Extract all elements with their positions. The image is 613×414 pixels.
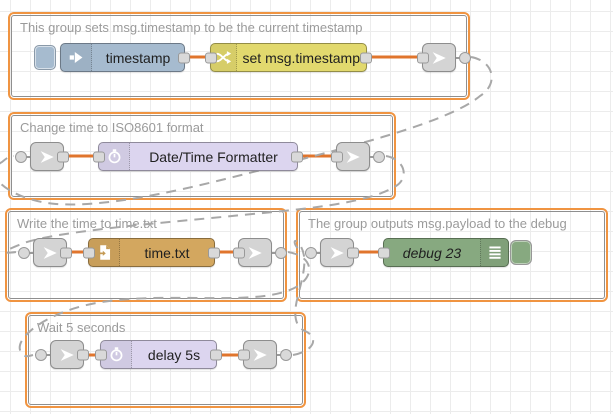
input-port[interactable] xyxy=(238,349,250,360)
debug-node[interactable]: debug 23 xyxy=(378,238,532,267)
link-port[interactable] xyxy=(459,51,471,64)
input-port[interactable] xyxy=(205,52,217,63)
link-wire[interactable] xyxy=(292,239,315,356)
node-label: delay 5s xyxy=(147,346,201,363)
output-port[interactable] xyxy=(60,247,72,258)
node-label: debug 23 xyxy=(402,244,462,261)
output-port[interactable] xyxy=(77,349,89,360)
console-lines-icon xyxy=(480,239,508,266)
link-in-node[interactable] xyxy=(35,340,89,369)
paper-plane-icon xyxy=(346,150,360,163)
node-label: set msg.timestamp xyxy=(242,49,360,66)
link-in-node[interactable] xyxy=(18,238,72,267)
group-label: The group outputs msg.payload to the deb… xyxy=(308,216,567,231)
link-in-node[interactable] xyxy=(305,238,359,267)
change-node[interactable]: set msg.timestamp xyxy=(205,43,372,72)
file-node[interactable]: time.txt xyxy=(83,238,220,267)
link-port[interactable] xyxy=(35,348,47,361)
input-port[interactable] xyxy=(331,151,343,162)
paper-plane-icon xyxy=(60,348,74,361)
input-port[interactable] xyxy=(93,151,105,162)
input-port[interactable] xyxy=(378,247,390,258)
arrow-right-icon xyxy=(61,44,92,71)
node-label: time.txt xyxy=(144,244,190,261)
link-port[interactable] xyxy=(305,246,317,259)
link-port[interactable] xyxy=(280,348,292,361)
datetime-formatter-node[interactable]: Date/Time Formatter xyxy=(93,142,303,171)
link-port[interactable] xyxy=(15,150,27,163)
inject-trigger-button[interactable] xyxy=(34,45,56,70)
paper-plane-icon xyxy=(330,246,344,259)
link-wire[interactable] xyxy=(4,155,405,254)
link-out-node[interactable] xyxy=(331,142,385,171)
group-write-file[interactable]: Write the time to time.txt xyxy=(5,208,287,302)
group-label: Change time to ISO8601 format xyxy=(20,120,204,135)
delay-node[interactable]: delay 5s xyxy=(95,340,222,369)
group-label: This group sets msg.timestamp to be the … xyxy=(20,20,363,35)
paper-plane-icon xyxy=(248,246,262,259)
paper-plane-icon xyxy=(432,51,446,64)
group-label: Wait 5 seconds xyxy=(37,320,126,335)
link-out-node[interactable] xyxy=(238,340,292,369)
paper-plane-icon xyxy=(43,246,57,259)
output-port[interactable] xyxy=(57,151,69,162)
debug-enable-button[interactable] xyxy=(510,240,532,265)
input-port[interactable] xyxy=(83,247,95,258)
paper-plane-icon xyxy=(40,150,54,163)
link-wire[interactable] xyxy=(18,251,311,358)
group-iso-format[interactable]: Change time to ISO8601 format xyxy=(8,112,396,200)
output-port[interactable] xyxy=(360,52,372,63)
inject-node[interactable]: timestamp xyxy=(60,43,190,72)
link-out-node[interactable] xyxy=(233,238,287,267)
group-timestamp[interactable]: This group sets msg.timestamp to be the … xyxy=(8,12,470,100)
paper-plane-icon xyxy=(253,348,267,361)
link-wire[interactable] xyxy=(0,56,493,206)
output-port[interactable] xyxy=(210,349,222,360)
node-label: Date/Time Formatter xyxy=(149,148,278,165)
input-port[interactable] xyxy=(233,247,245,258)
group-label: Write the time to time.txt xyxy=(17,216,157,231)
link-out-node[interactable] xyxy=(417,43,471,72)
output-port[interactable] xyxy=(347,247,359,258)
group-wait[interactable]: Wait 5 seconds xyxy=(25,312,306,408)
output-port[interactable] xyxy=(291,151,303,162)
link-in-node[interactable] xyxy=(15,142,69,171)
link-port[interactable] xyxy=(275,246,287,259)
link-port[interactable] xyxy=(18,246,30,259)
input-port[interactable] xyxy=(95,349,107,360)
node-label: timestamp xyxy=(105,49,171,66)
output-port[interactable] xyxy=(178,52,190,63)
link-port[interactable] xyxy=(373,150,385,163)
group-debug-output[interactable]: The group outputs msg.payload to the deb… xyxy=(296,208,608,302)
input-port[interactable] xyxy=(417,52,429,63)
output-port[interactable] xyxy=(208,247,220,258)
